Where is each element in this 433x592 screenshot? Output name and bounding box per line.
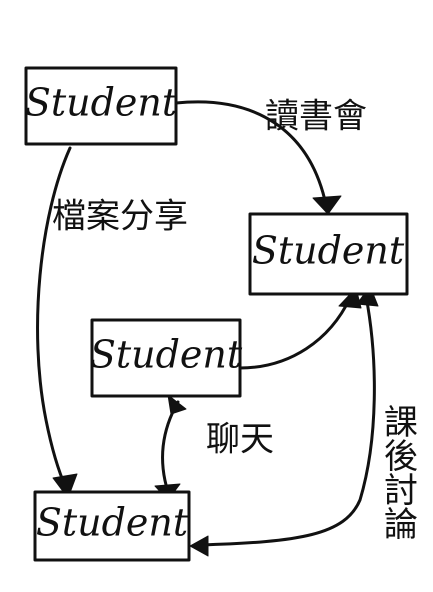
node-label: Student xyxy=(90,333,243,377)
node-student-middle: Student xyxy=(90,318,243,398)
node-student-bottom: Student xyxy=(33,490,191,562)
node-label: Student xyxy=(252,229,405,273)
edge-label-study-group: 讀書會 xyxy=(265,97,367,137)
node-student-right: Student xyxy=(248,212,409,296)
edge-file-sharing xyxy=(36,146,72,490)
edge-student3-to-student2 xyxy=(238,296,352,370)
edge-study-group xyxy=(174,100,328,207)
node-student-top-left: Student xyxy=(24,66,178,146)
node-label: Student xyxy=(36,501,189,545)
edge-label-file-sharing: 檔案分享 xyxy=(52,197,188,237)
arrowhead-icon xyxy=(52,473,78,499)
edge-chat xyxy=(161,400,180,494)
edge-after-class-discussion xyxy=(198,294,376,547)
arrowhead-icon xyxy=(312,195,342,215)
node-label: Student xyxy=(25,81,178,125)
edge-label-after-class-discussion: 課後討論 xyxy=(378,404,418,540)
arrowhead-icon xyxy=(167,394,187,415)
edge-label-chat: 聊天 xyxy=(206,420,274,460)
arrowhead-icon xyxy=(189,535,209,557)
